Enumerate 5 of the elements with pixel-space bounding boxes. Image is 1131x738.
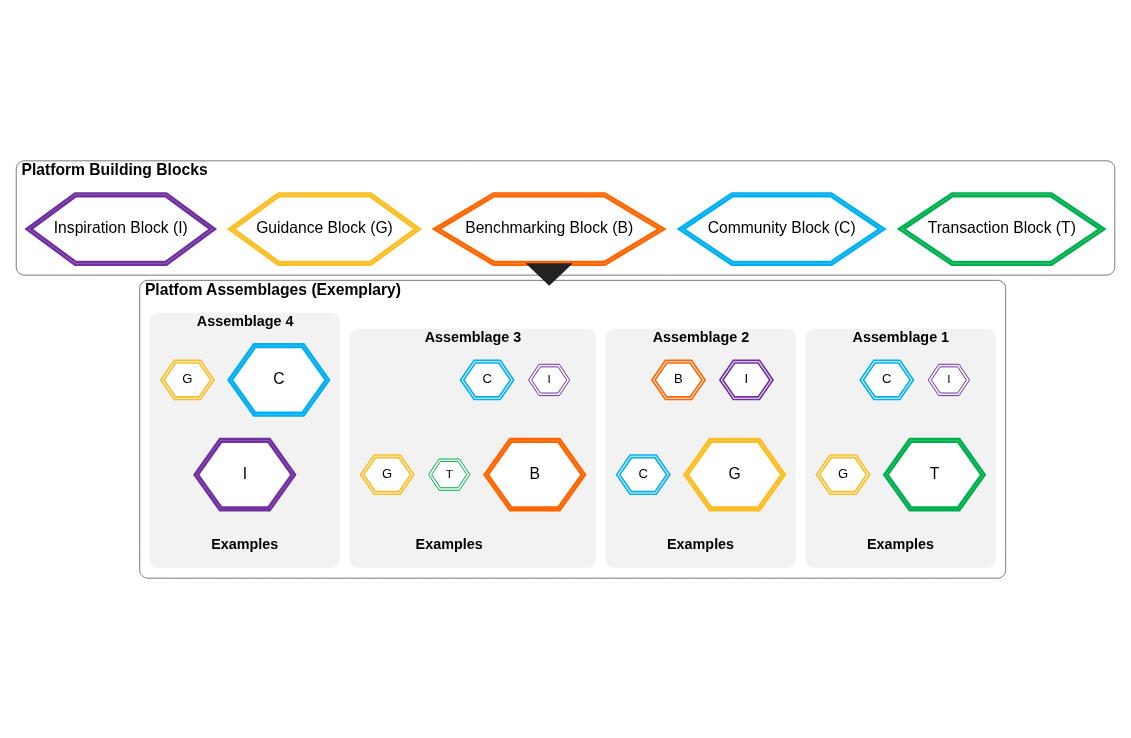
arrow [525, 262, 573, 286]
node-text: Examples [415, 535, 483, 552]
node-text: Examples [667, 535, 735, 552]
node-text: Examples [866, 535, 934, 552]
node-text: Examples [211, 535, 279, 552]
